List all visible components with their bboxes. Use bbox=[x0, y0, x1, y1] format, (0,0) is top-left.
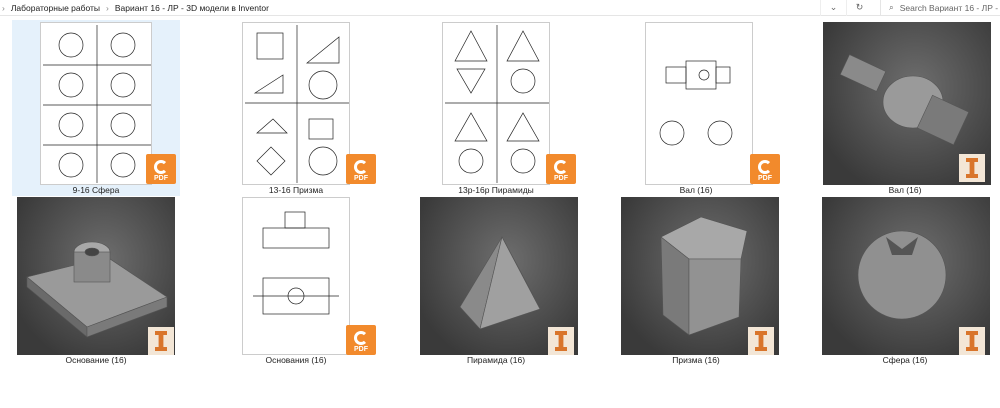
file-item[interactable]: PDF 9-16 Сфера bbox=[12, 20, 180, 196]
file-name: 9-16 Сфера bbox=[72, 185, 120, 195]
pdf-thumbnail bbox=[645, 22, 753, 185]
3d-thumbnail bbox=[17, 197, 175, 355]
pdf-icon: PDF bbox=[750, 154, 780, 184]
address-bar: › Лабораторные работы › Вариант 16 - ЛР … bbox=[0, 0, 1000, 16]
file-item[interactable]: Пирамида (16) bbox=[412, 195, 580, 370]
inventor-icon bbox=[548, 327, 574, 355]
inventor-icon bbox=[959, 154, 985, 182]
3d-thumbnail bbox=[823, 22, 991, 185]
inventor-icon bbox=[748, 327, 774, 355]
pdf-icon: PDF bbox=[546, 154, 576, 184]
chevron-right-icon: › bbox=[2, 2, 5, 13]
file-item[interactable]: Основание (16) bbox=[12, 195, 180, 370]
file-name: Основания (16) bbox=[265, 355, 327, 365]
file-name: 13р-16р Пирамиды bbox=[458, 185, 534, 195]
inventor-icon bbox=[148, 327, 174, 355]
refresh-button[interactable]: ↻ bbox=[846, 0, 872, 16]
chevron-down-icon: ⌄ bbox=[829, 2, 838, 12]
file-item[interactable]: Призма (16) bbox=[612, 195, 780, 370]
file-item[interactable]: PDF 13-16 Призма bbox=[212, 20, 380, 196]
pdf-thumbnail bbox=[442, 22, 550, 185]
file-name: Основание (16) bbox=[65, 355, 127, 365]
file-name: Вал (16) bbox=[888, 185, 922, 195]
search-placeholder: Search Вариант 16 - ЛР - bbox=[899, 2, 999, 13]
breadcrumb: › Лабораторные работы › Вариант 16 - ЛР … bbox=[0, 3, 820, 13]
file-name: Сфера (16) bbox=[882, 355, 928, 365]
file-name: Пирамида (16) bbox=[466, 355, 526, 365]
file-item[interactable]: PDF Вал (16) bbox=[612, 20, 780, 196]
file-name: 13-16 Призма bbox=[268, 185, 324, 195]
refresh-icon: ↻ bbox=[855, 2, 864, 12]
pdf-icon: PDF bbox=[346, 325, 376, 355]
file-item[interactable]: PDF Основания (16) bbox=[212, 195, 380, 370]
pdf-thumbnail bbox=[242, 197, 350, 355]
pdf-thumbnail bbox=[242, 22, 350, 185]
pdf-icon: PDF bbox=[146, 154, 176, 184]
pdf-icon: PDF bbox=[346, 154, 376, 184]
breadcrumb-item[interactable]: Лабораторные работы bbox=[10, 2, 101, 13]
file-item[interactable]: Вал (16) bbox=[815, 20, 995, 196]
breadcrumb-item[interactable]: Вариант 16 - ЛР - 3D модели в Inventor bbox=[114, 2, 269, 13]
file-name: Призма (16) bbox=[672, 355, 720, 365]
search-icon: ⌕ bbox=[889, 2, 894, 12]
file-item[interactable]: PDF 13р-16р Пирамиды bbox=[412, 20, 580, 196]
file-name: Вал (16) bbox=[679, 185, 713, 195]
history-dropdown-button[interactable]: ⌄ bbox=[820, 0, 846, 16]
pdf-thumbnail bbox=[40, 22, 152, 185]
search-input[interactable]: ⌕ Search Вариант 16 - ЛР - bbox=[880, 0, 1000, 16]
file-item[interactable]: Сфера (16) bbox=[815, 195, 995, 370]
chevron-right-icon: › bbox=[106, 2, 109, 13]
inventor-icon bbox=[959, 327, 985, 355]
